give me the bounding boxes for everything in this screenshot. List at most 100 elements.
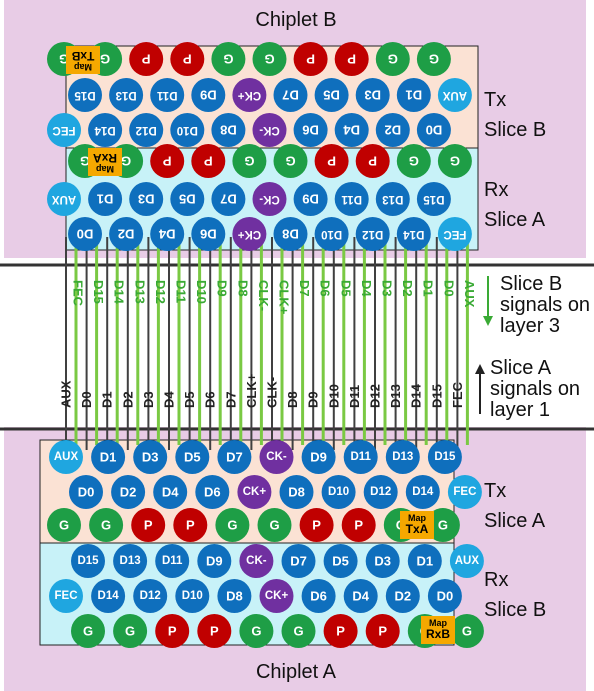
green-note-line1: Slice B	[500, 273, 562, 295]
green-wire-label: D8	[235, 280, 250, 297]
aux-pin: AUX	[437, 78, 472, 112]
d7-pin: D7	[273, 78, 308, 112]
svg-text:G: G	[409, 154, 419, 169]
d14-pin: D14	[405, 475, 440, 509]
svg-text:D14: D14	[98, 590, 120, 602]
bottom-tx-label-line2: Slice A	[484, 510, 546, 532]
fec-pin: FEC	[47, 113, 81, 147]
svg-text:D12: D12	[140, 590, 161, 602]
svg-text:G: G	[285, 154, 295, 169]
svg-text:D12: D12	[362, 228, 383, 240]
svg-text:P: P	[368, 154, 377, 169]
svg-text:P: P	[327, 154, 336, 169]
svg-text:D6: D6	[302, 123, 319, 138]
d2-pin: D2	[109, 217, 144, 251]
d8-pin: D8	[279, 475, 314, 509]
d11-pin: D11	[334, 182, 369, 216]
power-pin: P	[155, 614, 190, 648]
svg-text:TxB: TxB	[71, 49, 94, 63]
d6-pin: D6	[301, 579, 336, 613]
svg-text:D2: D2	[384, 123, 401, 138]
svg-text:P: P	[168, 624, 177, 639]
d11-pin: D11	[150, 78, 185, 112]
black-wire-label: D4	[162, 391, 177, 408]
black-wire-label: D13	[388, 384, 403, 408]
green-wire-label: D1	[421, 280, 436, 297]
d4-pin: D4	[334, 113, 369, 147]
power-pin: P	[191, 144, 226, 178]
d5-pin: D5	[314, 78, 349, 112]
d13-pin: D13	[109, 78, 144, 112]
svg-text:P: P	[183, 52, 192, 67]
svg-text:G: G	[125, 624, 135, 639]
power-pin: P	[314, 144, 349, 178]
d13-pin: D13	[375, 182, 410, 216]
d15-pin: D15	[71, 544, 105, 578]
svg-text:AUX: AUX	[52, 193, 77, 205]
d6-pin: D6	[293, 113, 328, 147]
d3-pin: D3	[133, 440, 168, 474]
svg-text:FEC: FEC	[55, 590, 78, 602]
bottom-tx-label-line1: Tx	[484, 480, 506, 502]
svg-text:D15: D15	[423, 193, 445, 205]
ground-pin: G	[273, 144, 308, 178]
svg-text:D9: D9	[200, 88, 217, 103]
ground-pin: G	[437, 144, 472, 178]
svg-text:P: P	[142, 52, 151, 67]
clock-plus-pin: CK+	[259, 579, 294, 613]
svg-text:G: G	[462, 624, 472, 639]
power-pin: P	[150, 144, 185, 178]
black-wire-label: D10	[326, 384, 341, 408]
green-wire-label: D11	[174, 280, 189, 303]
black-wire-label: D12	[368, 384, 383, 408]
d6-pin: D6	[191, 217, 226, 251]
d5-pin: D5	[175, 440, 210, 474]
green-wire-label: FEC	[71, 280, 86, 307]
black-wire-label: D11	[347, 385, 362, 408]
d7-pin: D7	[211, 182, 246, 216]
svg-text:D15: D15	[74, 89, 96, 101]
svg-text:G: G	[438, 518, 448, 533]
svg-text:G: G	[429, 52, 439, 67]
ground-pin: G	[113, 614, 148, 648]
svg-text:D13: D13	[120, 555, 141, 567]
power-pin: P	[365, 614, 400, 648]
svg-text:G: G	[223, 52, 233, 67]
d2-pin: D2	[111, 475, 146, 509]
green-wire-label: AUX	[462, 280, 477, 308]
top-rx-label-line2: Slice A	[484, 209, 546, 231]
d0-pin: D0	[69, 475, 103, 509]
green-wire-label: D3	[380, 280, 395, 297]
svg-text:P: P	[354, 518, 363, 533]
black-wire-label: CLK-	[265, 377, 280, 408]
black-wire-label: D8	[285, 391, 300, 408]
d6-pin: D6	[195, 475, 230, 509]
black-arrow-head	[475, 364, 485, 374]
black-wire-label: D1	[100, 391, 115, 408]
svg-text:D9: D9	[206, 554, 223, 569]
fec-pin: FEC	[49, 579, 83, 613]
svg-text:D4: D4	[352, 589, 369, 604]
d1-pin: D1	[396, 78, 431, 112]
green-wire-label: D15	[91, 280, 106, 304]
power-pin: P	[129, 42, 164, 76]
svg-text:CK-: CK-	[259, 193, 280, 205]
svg-text:D7: D7	[226, 450, 243, 465]
d2-pin: D2	[385, 579, 420, 613]
svg-text:D11: D11	[341, 193, 362, 205]
ground-pin: G	[47, 508, 81, 542]
svg-text:G: G	[100, 52, 110, 67]
svg-text:D10: D10	[177, 124, 198, 136]
d4-pin: D4	[153, 475, 188, 509]
svg-text:D7: D7	[220, 192, 237, 207]
fec-pin: FEC	[447, 475, 482, 509]
labels-layer: Chiplet B Chiplet A Tx Slice B Rx Slice …	[255, 9, 590, 683]
svg-text:D3: D3	[142, 450, 159, 465]
svg-text:CK+: CK+	[237, 228, 261, 240]
svg-text:D1: D1	[416, 554, 433, 569]
black-wire-label: D0	[79, 391, 94, 408]
d9-pin: D9	[197, 544, 232, 578]
